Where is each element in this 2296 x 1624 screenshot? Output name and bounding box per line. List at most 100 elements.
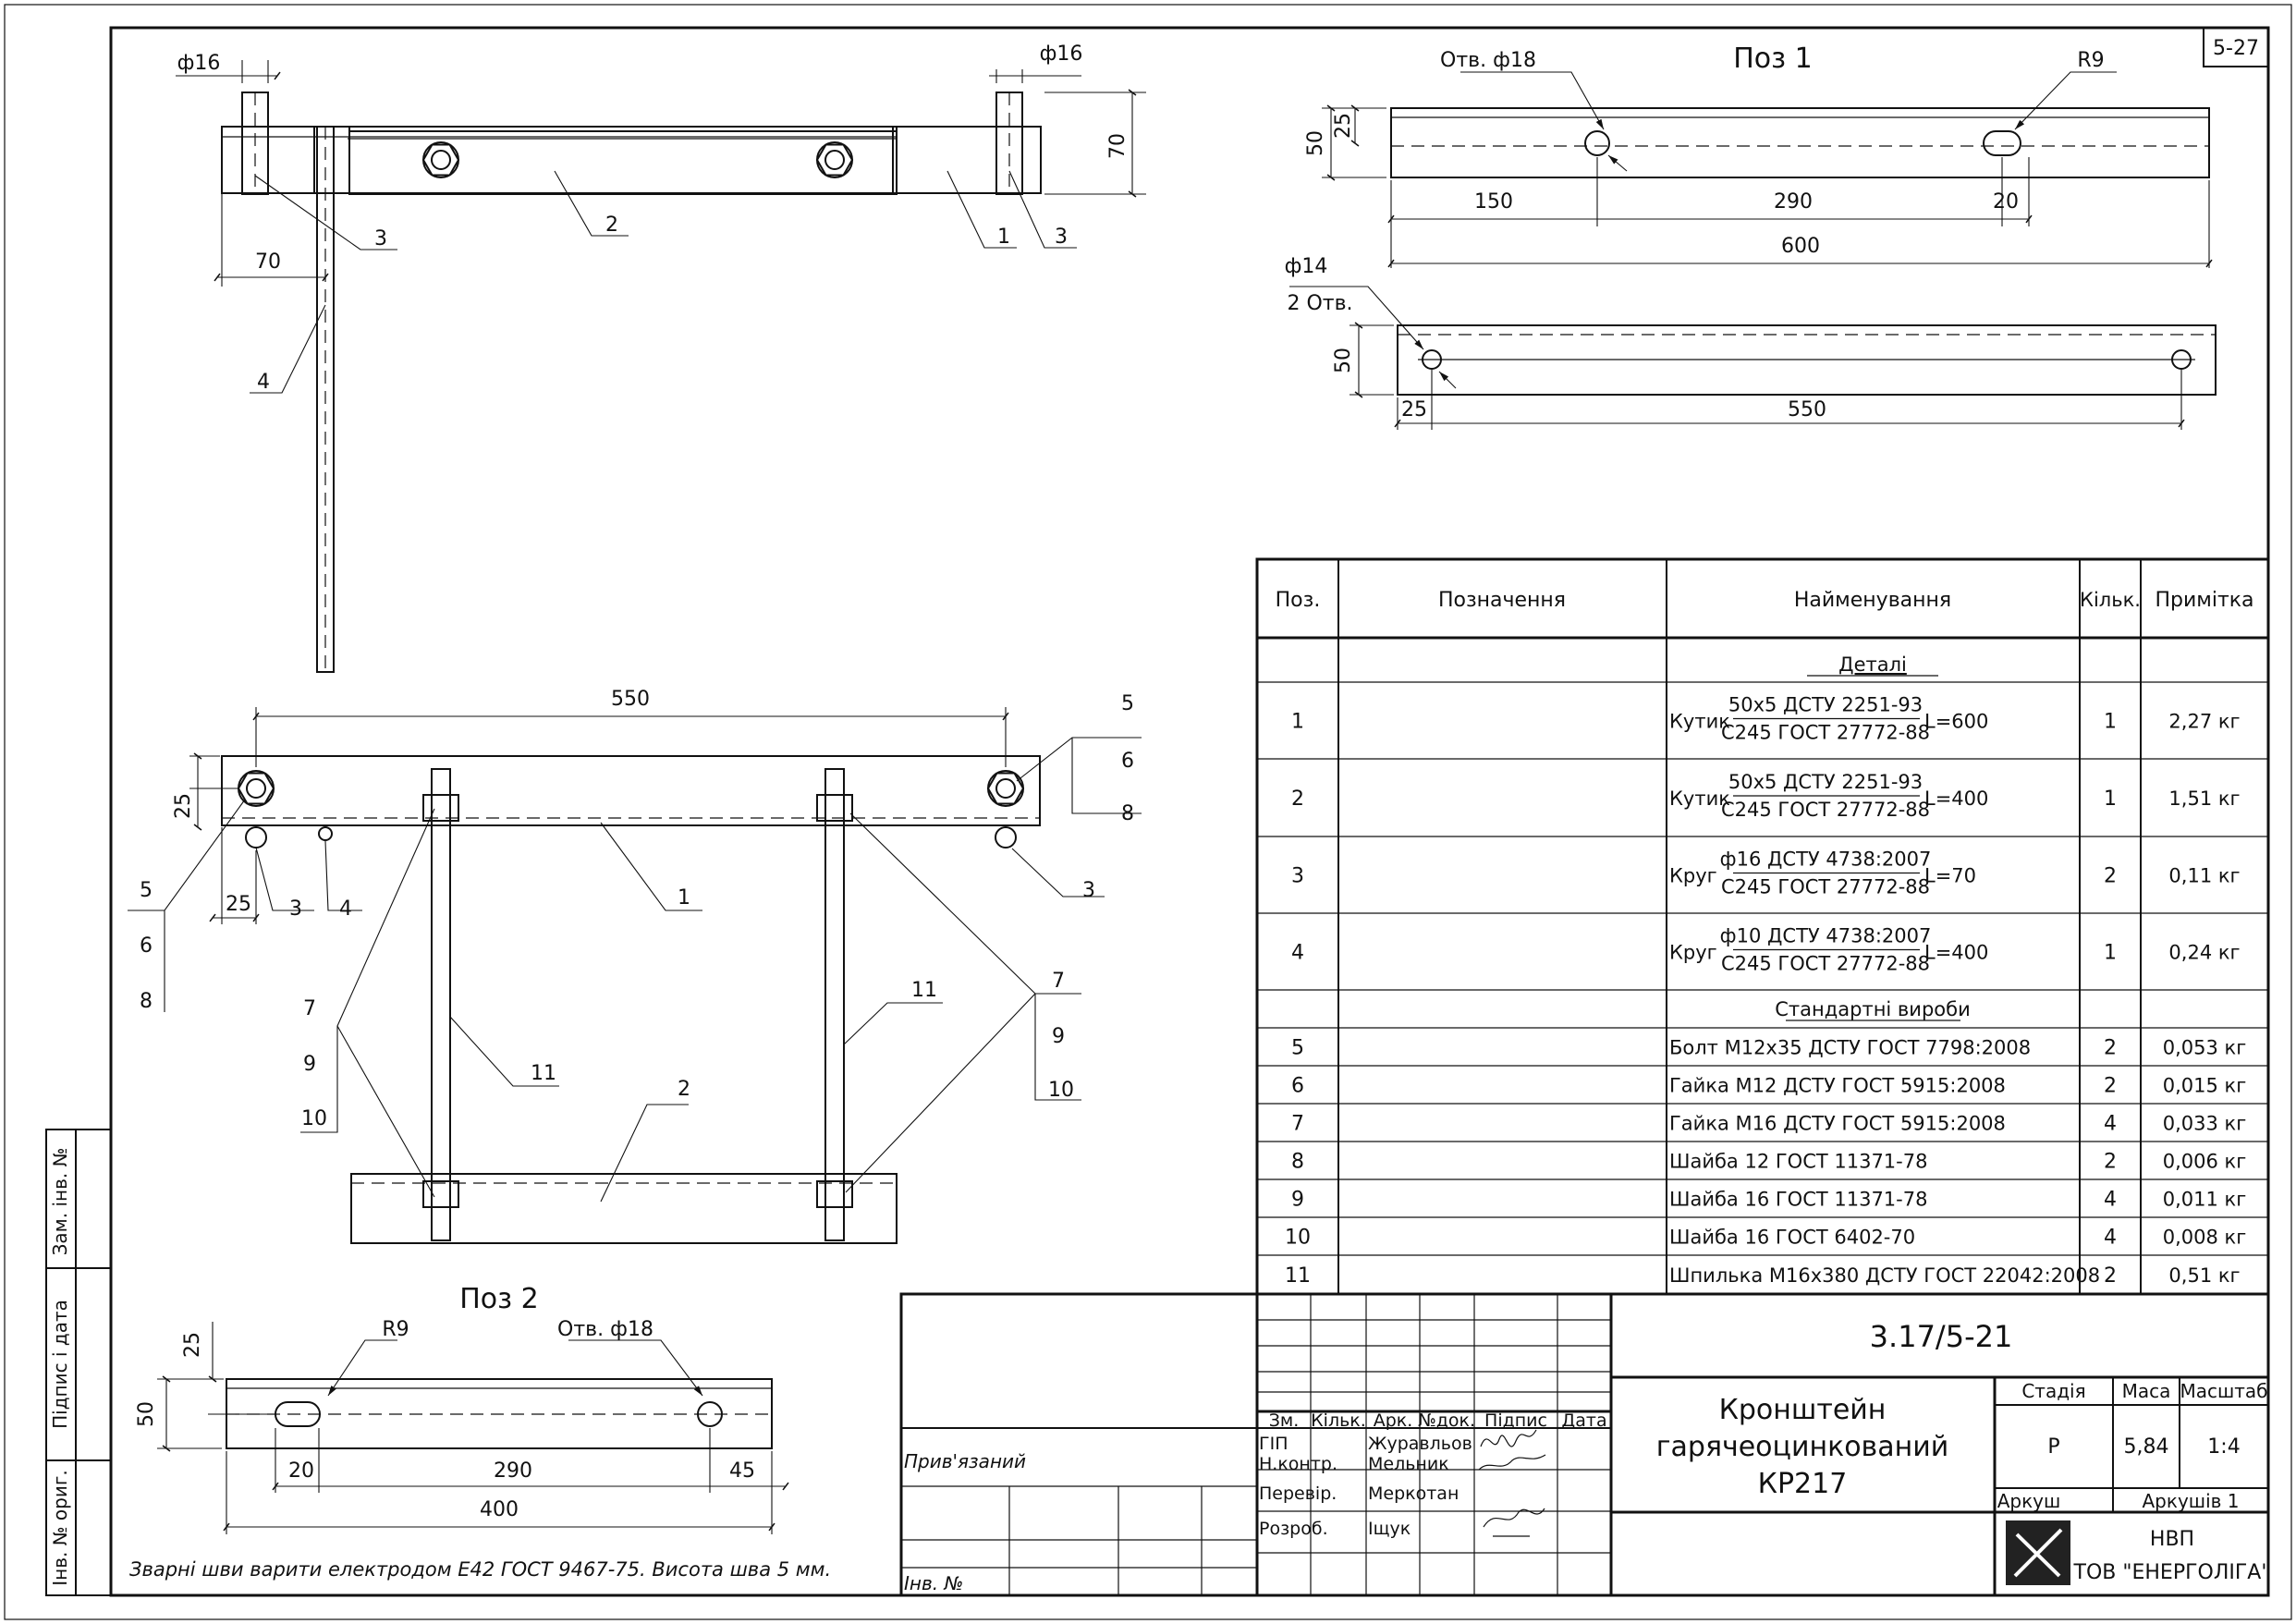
title-block: Прив'язаний Інв. № Зм.Кільк.Арк.№док.Під… — [899, 1292, 2270, 1597]
spec-standard-pos: 9 — [1291, 1189, 1304, 1212]
spec-standard-name: Шпилька М16x380 ДСТУ ГОСТ 22042:2008 — [1669, 1264, 2100, 1287]
spec-header-designation: Позначення — [1438, 589, 1566, 612]
signature-2 — [1478, 1454, 1546, 1471]
top-label-4: 4 — [257, 371, 270, 394]
title-line-1: Кронштейн — [1719, 1394, 1887, 1426]
stamp-name: Журавльов — [1368, 1434, 1472, 1454]
pos2-h50: 50 — [135, 1401, 158, 1427]
pos1-holes-count: 2 Отв. — [1287, 292, 1352, 315]
pos1-views: Поз 1 Отв. ф18 R9 50 25 150 290 20 600 — [1285, 43, 2217, 430]
pos2-d45: 45 — [729, 1459, 755, 1483]
stamp-header: Зм. — [1269, 1410, 1300, 1431]
spec-standard-qty: 4 — [2104, 1227, 2117, 1250]
pos1-h50: 50 — [1304, 130, 1327, 156]
front-h25: 25 — [172, 793, 195, 819]
pos1-h50b: 50 — [1332, 348, 1355, 373]
spec-detail-note: 1,51 кг — [2168, 788, 2240, 810]
spec-detail-denominator: С245 ГОСТ 27772-88 — [1721, 722, 1930, 744]
spec-standard-qty: 2 — [2104, 1075, 2117, 1098]
spec-detail-numerator: 50x5 ДСТУ 2251-93 — [1728, 771, 1923, 793]
stamp-name: Мельник — [1368, 1454, 1449, 1474]
stamp-role: Розроб. — [1259, 1519, 1328, 1539]
pos2-h25: 25 — [181, 1332, 204, 1358]
spec-standard-note: 0,011 кг — [2163, 1189, 2247, 1211]
front-label-7b: 7 — [1052, 970, 1065, 993]
pos1-d25: 25 — [1401, 398, 1427, 421]
spec-detail-prefix: Круг — [1669, 865, 1717, 887]
pos1-holes-d14: ф14 — [1285, 255, 1328, 278]
spec-standard-qty: 2 — [2104, 1264, 2117, 1288]
pos1-hole: Отв. ф18 — [1440, 49, 1536, 72]
stamp-header: Підпис — [1484, 1410, 1547, 1431]
stamp-role: Н.контр. — [1259, 1454, 1337, 1474]
front-label-2: 2 — [678, 1078, 690, 1101]
front-label-3a: 3 — [289, 897, 302, 921]
sheet-label: Аркуш — [1997, 1490, 2061, 1512]
front-label-5a: 5 — [1121, 692, 1134, 715]
signature-3 — [1483, 1508, 1545, 1537]
pos2-d20: 20 — [288, 1459, 314, 1483]
pos1-d290: 290 — [1774, 190, 1813, 214]
spec-section-standard: Стандартні вироби — [1775, 998, 1971, 1020]
spec-detail-qty: 1 — [2104, 942, 2117, 965]
spec-detail-length: L=70 — [1924, 865, 1976, 887]
front-label-4: 4 — [339, 897, 352, 921]
front-d25: 25 — [226, 893, 251, 916]
stage-label: Стадія — [2021, 1380, 2085, 1402]
front-label-3b: 3 — [1082, 879, 1095, 902]
spec-detail-numerator: ф10 ДСТУ 4738:2007 — [1720, 925, 1932, 947]
stamp-header: №док. — [1418, 1410, 1475, 1431]
spec-standard-pos: 11 — [1285, 1264, 1311, 1288]
spec-detail-qty: 2 — [2104, 865, 2117, 888]
front-label-7a: 7 — [303, 997, 316, 1020]
front-label-8b: 8 — [140, 990, 153, 1013]
spec-detail-pos: 3 — [1291, 865, 1304, 888]
left-stamp-replaced: Зам. інв. № — [49, 1148, 71, 1256]
scale-value: 1:4 — [2207, 1435, 2240, 1459]
spec-detail-length: L=400 — [1924, 942, 1988, 964]
stamp-header: Арк. — [1374, 1410, 1413, 1431]
pos1-slot: R9 — [2077, 49, 2104, 72]
spec-standard-note: 0,033 кг — [2163, 1113, 2247, 1135]
pos1-h25: 25 — [1332, 113, 1355, 139]
top-d16-left: ф16 — [177, 52, 221, 75]
spec-detail-qty: 1 — [2104, 711, 2117, 734]
spec-header-note: Примітка — [2155, 589, 2253, 612]
front-label-5b: 5 — [140, 879, 153, 902]
attached-label: Прив'язаний — [904, 1450, 1026, 1472]
spec-standard-name: Гайка М16 ДСТУ ГОСТ 5915:2008 — [1669, 1113, 2006, 1135]
pos2-d290: 290 — [494, 1459, 532, 1483]
spec-detail-pos: 2 — [1291, 788, 1304, 811]
top-w70: 70 — [255, 250, 281, 274]
pos2-title: Поз 2 — [459, 1283, 539, 1315]
pos2-view: Поз 2 R9 Отв. ф18 25 50 20 290 45 400 — [135, 1283, 789, 1534]
front-label-10b: 10 — [1048, 1079, 1074, 1102]
pos1-d600: 600 — [1781, 235, 1820, 258]
spec-standard-note: 0,006 кг — [2163, 1151, 2247, 1173]
spec-section-details: Деталі — [1838, 653, 1907, 676]
front-label-6b: 6 — [140, 934, 153, 958]
spec-standard-qty: 4 — [2104, 1189, 2117, 1212]
spec-detail-numerator: 50x5 ДСТУ 2251-93 — [1728, 694, 1923, 716]
title-line-2: гарячеоцинкований — [1656, 1431, 1948, 1463]
front-label-11b: 11 — [911, 979, 937, 1002]
front-label-9b: 9 — [1052, 1025, 1065, 1048]
spec-standard-note: 0,008 кг — [2163, 1227, 2247, 1249]
spec-standard-pos: 10 — [1285, 1227, 1311, 1250]
spec-standard-name: Гайка М12 ДСТУ ГОСТ 5915:2008 — [1669, 1075, 2006, 1097]
left-stamp-original: Інв. № ориг. — [49, 1470, 71, 1585]
top-label-1: 1 — [997, 226, 1010, 249]
front-label-1: 1 — [678, 886, 690, 910]
outer-frame — [4, 4, 2292, 1620]
front-label-9a: 9 — [303, 1053, 316, 1076]
stamp-role: Перевір. — [1259, 1484, 1337, 1504]
spec-detail-pos: 4 — [1291, 942, 1304, 965]
spec-standard-qty: 4 — [2104, 1113, 2117, 1136]
front-view: 550 25 25 5 6 8 5 6 8 3 4 1 3 7 9 10 11 … — [128, 688, 1142, 1244]
mass-label: Маса — [2122, 1380, 2171, 1402]
inner-frame — [109, 26, 2270, 1597]
spec-standard-note: 0,053 кг — [2163, 1037, 2247, 1059]
spec-standard-pos: 6 — [1291, 1075, 1304, 1098]
spec-detail-denominator: С245 ГОСТ 27772-88 — [1721, 953, 1930, 975]
stamp-header: Кільк. — [1311, 1410, 1366, 1431]
